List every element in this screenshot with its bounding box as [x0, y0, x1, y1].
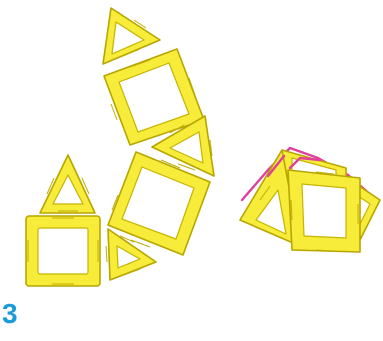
- triangle-tile: [40, 155, 95, 213]
- triangle-tile: [103, 8, 160, 64]
- step-number: 3: [2, 300, 18, 328]
- square-tile: [26, 216, 100, 286]
- square-tile: [288, 170, 360, 252]
- dome-structure: [240, 148, 380, 252]
